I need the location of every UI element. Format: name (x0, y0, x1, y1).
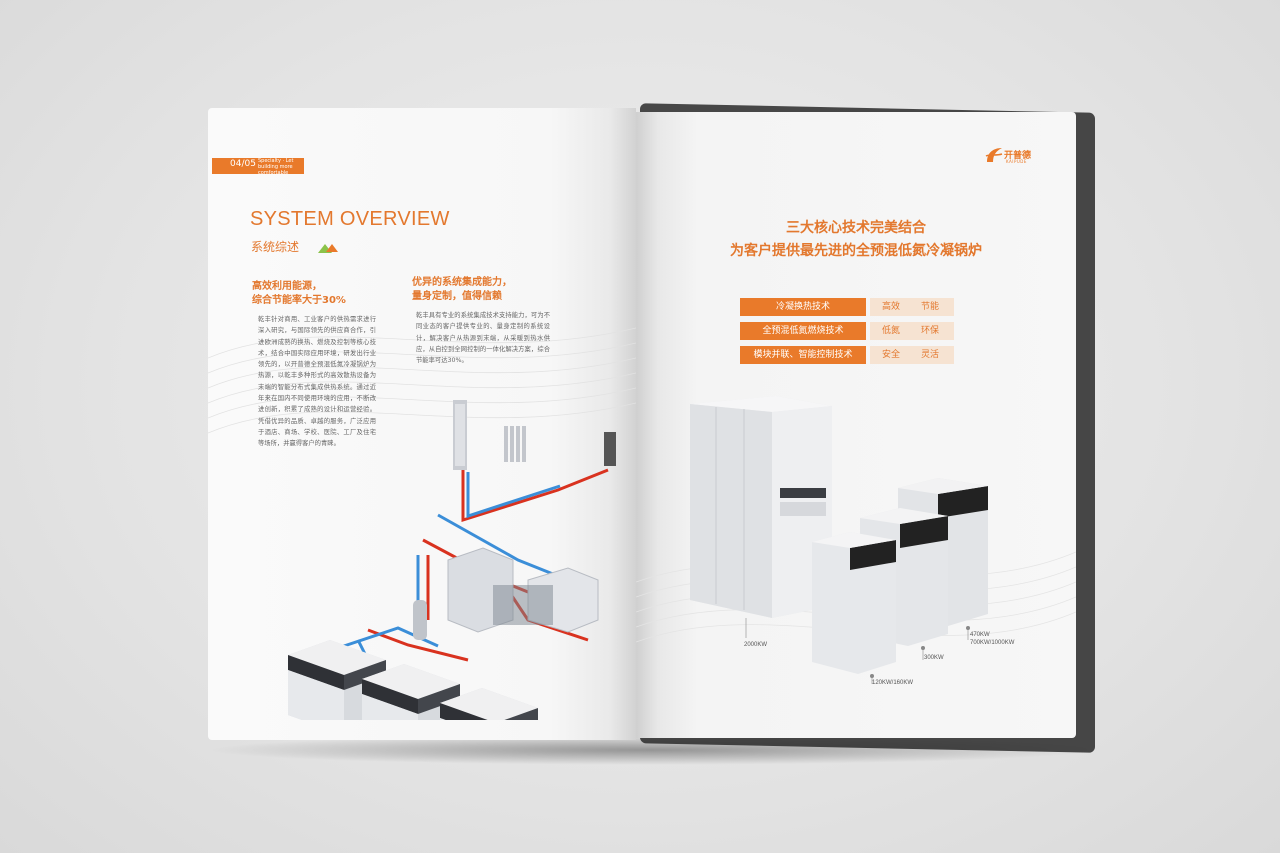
col1-body: 乾丰针对商用、工业客户的供热需求进行深入研究，与国际领先的供应商合作，引进欧洲成… (258, 316, 376, 448)
section-tag: 04/05 Specialty · Let building more comf… (212, 158, 304, 176)
boiler-system-illustration (288, 400, 616, 720)
feature-tech: 全预混低氮燃烧技术 (740, 322, 866, 340)
col2-heading: 优异的系统集成能力， 量身定制，值得信赖 (412, 277, 512, 302)
title-english: SYSTEM OVERVIEW (250, 208, 450, 230)
headline-1: 三大核心技术完美结合 (786, 220, 926, 236)
col2-body: 乾丰具有专业的系统集成技术支持能力，可为不同业态的客户提供专业的、量身定制的系统… (416, 312, 550, 365)
caption-700kw: 700KW/1000KW (970, 640, 1015, 646)
kaipude-logo-icon (985, 148, 1003, 162)
right-page: 开普德 KAIPUDE 三大核心技术完美结合 为客户提供最先进的全预混低氮冷凝锅… (636, 112, 1076, 738)
caption-300kw: 300KW (924, 655, 944, 661)
caption-470kw: 470KW (970, 632, 990, 638)
left-page: 04/05 Specialty · Let building more comf… (208, 108, 636, 740)
logo-name: 开普德 (1004, 151, 1032, 161)
marker-dot (870, 674, 874, 678)
logo-sub: KAIPUDE (1006, 159, 1027, 164)
feature-tech: 模块并联、智能控制技术 (740, 346, 866, 364)
feature-tech: 冷凝换热技术 (740, 298, 866, 316)
green-triangle-icon (318, 244, 332, 253)
feature-keywords: 高效 节能 (870, 298, 954, 316)
feature-keywords: 安全 灵活 (870, 346, 954, 364)
marker-dot (921, 646, 925, 650)
col1-heading: 高效利用能源， 综合节能率大于30% (252, 281, 346, 306)
decorative-wave-lines (208, 327, 636, 434)
feature-keywords: 低氮 环保 (870, 322, 954, 340)
section-tag-text: Specialty · Let building more comfortabl… (258, 158, 294, 176)
boiler-product-lineup (690, 396, 988, 684)
title-chinese: 系统综述 (251, 240, 300, 254)
caption-2000kw: 2000KW (744, 642, 768, 648)
section-number: 04/05 (230, 159, 256, 169)
marker-dot (966, 626, 970, 630)
caption-120kw: 120KW/160KW (872, 680, 914, 686)
headline-2: 为客户提供最先进的全预混低氮冷凝锅炉 (730, 243, 982, 259)
orange-triangle-icon (326, 244, 338, 252)
